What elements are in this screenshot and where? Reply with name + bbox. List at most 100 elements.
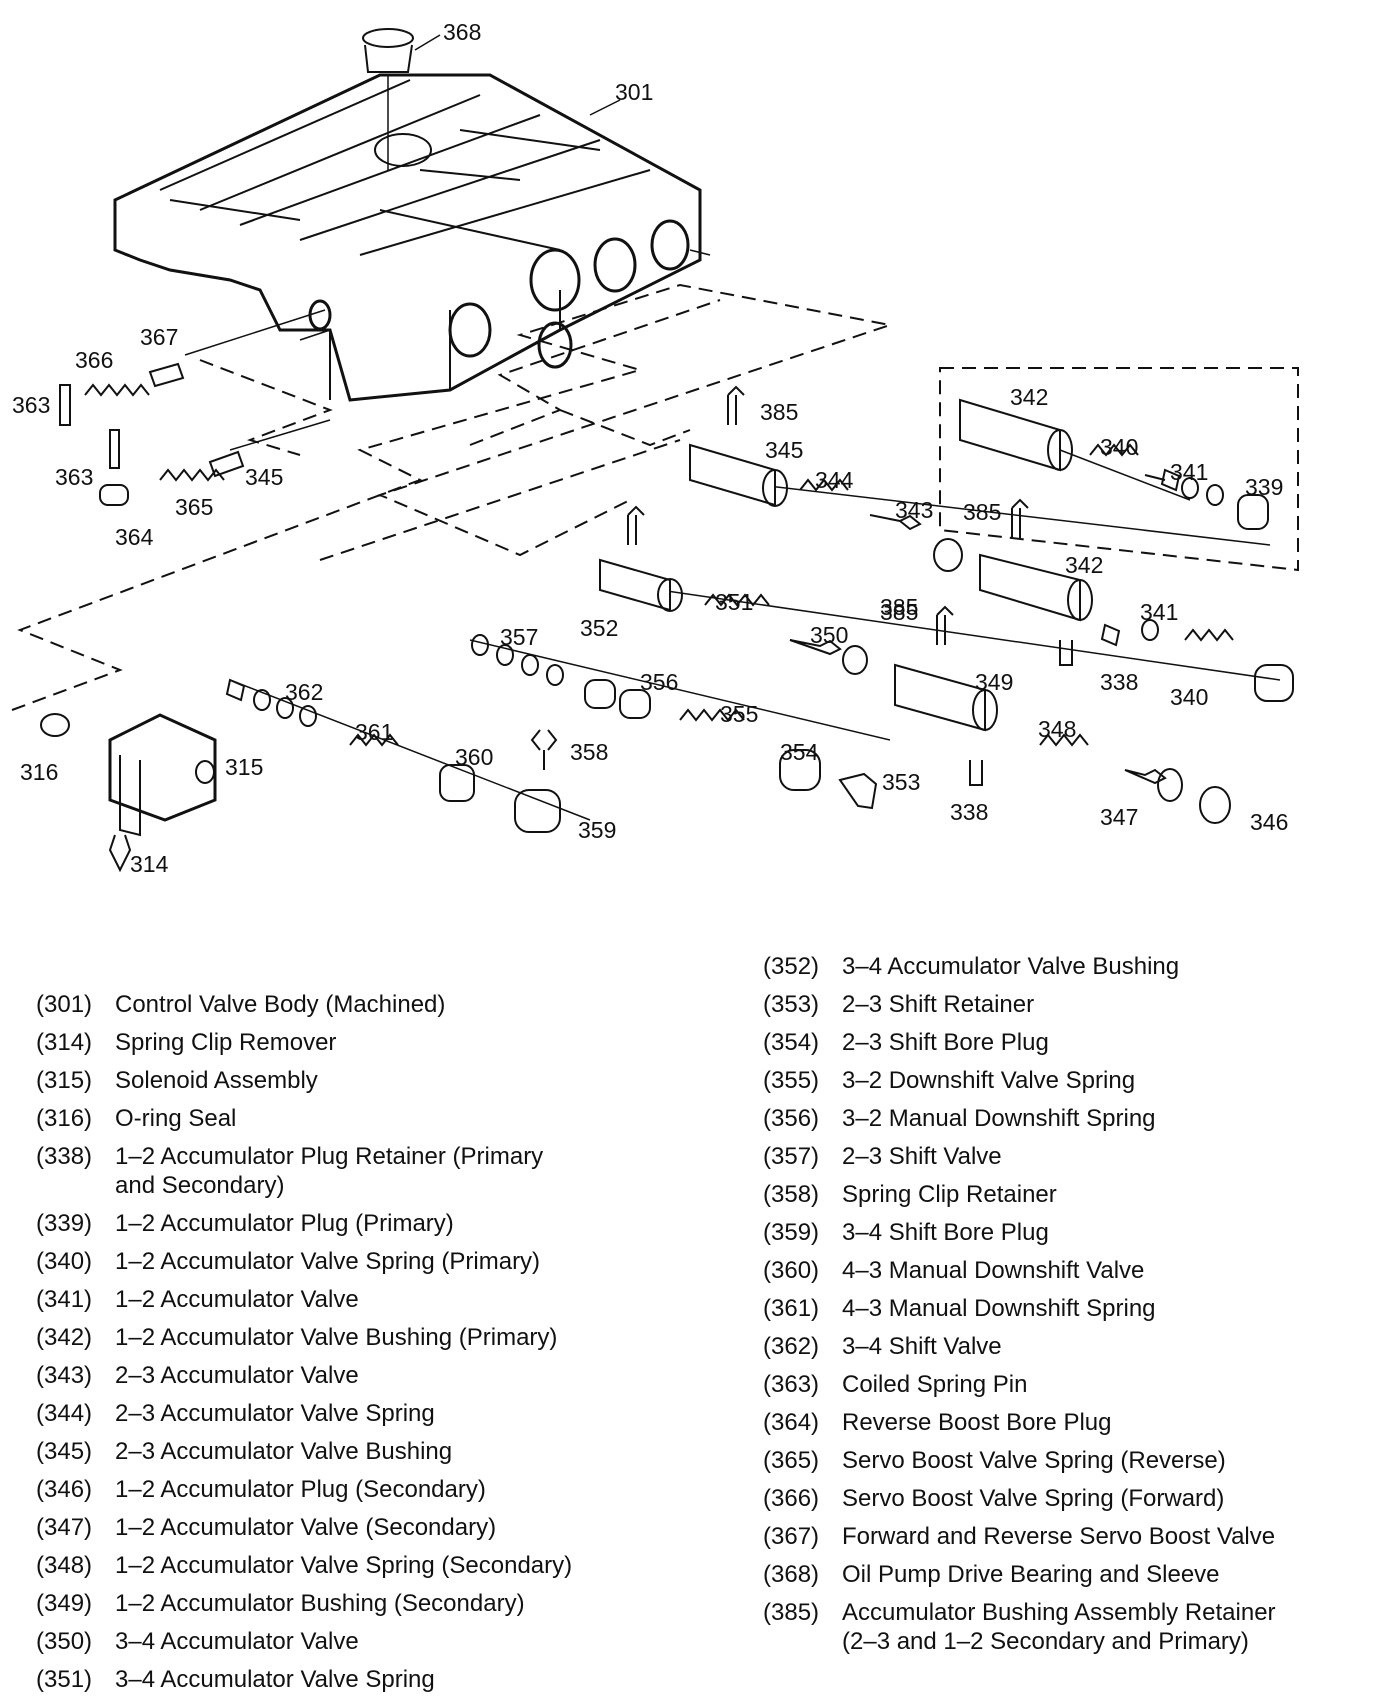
- legend-number: (357): [763, 1143, 820, 1170]
- legend-number: (349): [36, 1590, 93, 1617]
- legend-description: 1–2 Accumulator Plug (Secondary): [115, 1476, 486, 1503]
- callout-364: 364: [115, 524, 154, 550]
- legend-description: 3–4 Accumulator Valve Spring: [115, 1666, 435, 1693]
- legend-description: 1–2 Accumulator Valve (Secondary): [115, 1514, 497, 1541]
- callout-359: 359: [578, 817, 616, 843]
- callout-341: 341: [1170, 459, 1208, 485]
- legend-description: Accumulator Bushing Assembly Retainer: [842, 1599, 1276, 1626]
- callout-361: 361: [355, 719, 393, 745]
- callout-342: 342: [1010, 384, 1048, 410]
- legend-number: (364): [763, 1409, 820, 1436]
- callout-360: 360: [455, 744, 493, 770]
- legend-description: 3–4 Shift Valve: [842, 1333, 1002, 1360]
- legend-number: (344): [36, 1400, 93, 1427]
- callout-363: 363: [12, 392, 50, 418]
- legend-number: (340): [36, 1248, 93, 1275]
- callout-340: 340: [1100, 434, 1138, 460]
- callout-368: 368: [443, 19, 481, 45]
- legend-number: (356): [763, 1105, 820, 1132]
- legend-description: 3–2 Downshift Valve Spring: [842, 1067, 1136, 1094]
- legend-description: 2–3 Shift Valve: [842, 1143, 1002, 1170]
- legend-number: (347): [36, 1514, 93, 1541]
- legend-description: Coiled Spring Pin: [842, 1371, 1028, 1398]
- callout-340: 340: [1170, 684, 1208, 710]
- callout-358: 358: [570, 739, 608, 765]
- legend-number: (339): [36, 1210, 93, 1237]
- legend-description: 2–3 Accumulator Valve Spring: [115, 1400, 435, 1427]
- legend-description: Solenoid Assembly: [115, 1067, 318, 1094]
- legend-description: 4–3 Manual Downshift Spring: [842, 1295, 1156, 1322]
- legend-number: (355): [763, 1067, 820, 1094]
- callout-367: 367: [140, 324, 178, 350]
- callout-316: 316: [20, 759, 58, 785]
- callout-354: 354: [780, 739, 819, 765]
- legend-number: (348): [36, 1552, 93, 1579]
- legend-description: Forward and Reverse Servo Boost Valve: [842, 1523, 1276, 1550]
- callout-363: 363: [55, 464, 93, 490]
- legend-number: (366): [763, 1485, 820, 1512]
- legend-description: 2–3 Shift Retainer: [842, 991, 1035, 1018]
- legend-number: (346): [36, 1476, 93, 1503]
- callout-355: 355: [720, 701, 758, 727]
- legend-number: (341): [36, 1286, 93, 1313]
- legend-number: (301): [36, 991, 93, 1018]
- callout-labels: 368 301 367 366 363 363 345 365 364 342 340 341 339 3…: [12, 19, 1288, 877]
- callout-385: 385: [880, 594, 918, 620]
- callout-343: 343: [895, 497, 933, 523]
- legend-number: (365): [763, 1447, 820, 1474]
- primary-accumulator-parts: [959, 398, 1269, 530]
- callout-353: 353: [882, 769, 920, 795]
- legend-description: 1–2 Accumulator Plug Retainer (Primary: [115, 1143, 544, 1170]
- legend-description: O-ring Seal: [115, 1105, 237, 1132]
- legend-number: (361): [763, 1295, 820, 1322]
- callout-342: 342: [1065, 552, 1103, 578]
- callout-357: 357: [500, 624, 538, 650]
- legend-description: Reverse Boost Bore Plug: [842, 1409, 1112, 1436]
- legend-description: 2–3 Accumulator Valve Bushing: [115, 1438, 453, 1465]
- callout-346: 346: [1250, 809, 1288, 835]
- callout-345: 345: [765, 437, 803, 463]
- sleeve-368: [362, 28, 414, 170]
- legend-number: (353): [763, 991, 820, 1018]
- parts-row-3-4: [599, 505, 1231, 824]
- legend-description: 1–2 Accumulator Valve Spring (Primary): [115, 1248, 541, 1275]
- callout-366: 366: [75, 347, 113, 373]
- legend-number: (362): [763, 1333, 820, 1360]
- part-axes: [184, 249, 1281, 821]
- legend-description: 4–3 Manual Downshift Valve: [842, 1257, 1145, 1284]
- exploded-view-diagram: 368 301 367 366 363 363 345 365 364 342 340 341 339 3…: [11, 19, 1299, 877]
- legend-description: Control Valve Body (Machined): [115, 991, 446, 1018]
- legend-description: 2–3 Accumulator Valve: [115, 1362, 359, 1389]
- callout-338: 338: [1100, 669, 1138, 695]
- callout-301: 301: [615, 79, 653, 105]
- callout-352: 352: [580, 615, 618, 641]
- callout-365: 365: [175, 494, 213, 520]
- legend-number: (363): [763, 1371, 820, 1398]
- callout-341: 341: [1140, 599, 1178, 625]
- callout-348: 348: [1038, 716, 1076, 742]
- legend-description: 1–2 Accumulator Valve: [115, 1286, 359, 1313]
- legend-description: 3–2 Manual Downshift Spring: [842, 1105, 1156, 1132]
- callout-385: 385: [880, 599, 918, 625]
- routing-lines: [11, 283, 1299, 711]
- legend-number: (360): [763, 1257, 820, 1284]
- callout-385: 385: [963, 499, 1001, 525]
- legend-description: Servo Boost Valve Spring (Reverse): [842, 1447, 1226, 1474]
- callout-349: 349: [975, 669, 1013, 695]
- legend-number: (367): [763, 1523, 820, 1550]
- callout-339: 339: [1245, 474, 1283, 500]
- legend-number: (345): [36, 1438, 93, 1465]
- legend-description: 2–3 Shift Bore Plug: [842, 1029, 1049, 1056]
- leader-lines: [414, 34, 621, 116]
- callout-347: 347: [1100, 804, 1138, 830]
- callout-356: 356: [640, 669, 678, 695]
- legend-description: 1–2 Accumulator Valve Spring (Secondary): [115, 1552, 573, 1579]
- legend-number: (352): [763, 953, 820, 980]
- callout-345: 345: [245, 464, 283, 490]
- legend-description: Servo Boost Valve Spring (Forward): [842, 1485, 1225, 1512]
- legend-number: (343): [36, 1362, 93, 1389]
- legend-number: (314): [36, 1029, 93, 1056]
- legend-description: 1–2 Accumulator Plug (Primary): [115, 1210, 454, 1237]
- legend-description: 3–4 Accumulator Valve: [115, 1628, 359, 1655]
- legend-description: 3–4 Shift Bore Plug: [842, 1219, 1049, 1246]
